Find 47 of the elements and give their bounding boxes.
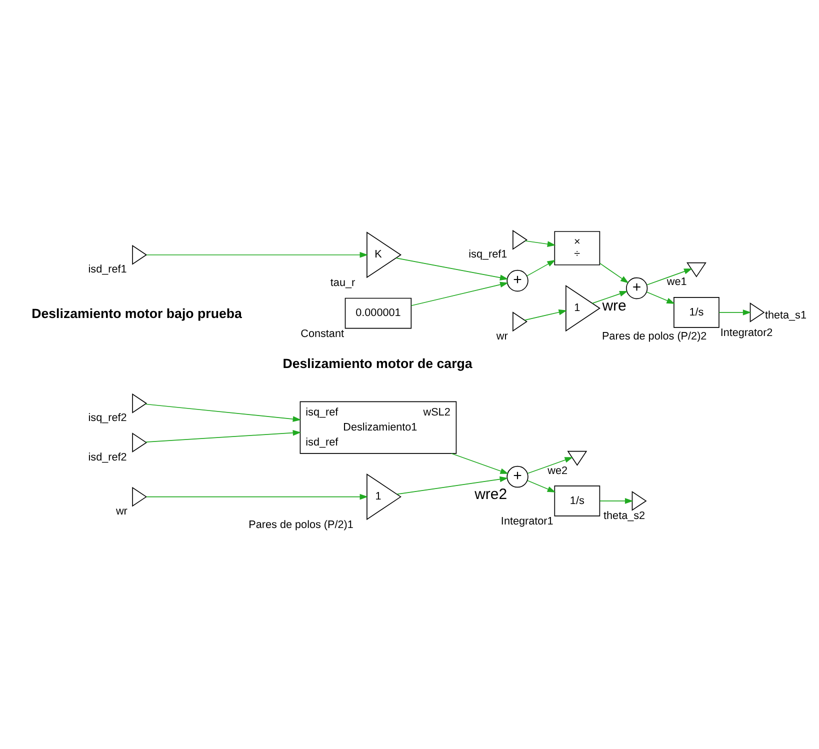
node-label: we2 [548,464,568,476]
node-label: isq_ref1 [468,248,508,260]
node-label: wre [602,297,626,314]
node-label: theta_s2 [604,509,646,522]
arrow [396,476,508,494]
node-box: 0.000001 [344,297,412,328]
node-label: wre2 [474,486,508,503]
node-label: Integrator2 [720,326,773,339]
arrow [646,268,692,285]
arrow [146,493,368,500]
arrow [600,498,634,504]
arrow [527,480,556,492]
node-box: 1/s [674,296,720,328]
arrow [524,308,568,320]
arrow [718,309,752,315]
arrow [396,257,508,280]
arrow [146,251,368,258]
node-label: isd_ref1 [88,263,127,276]
node-box: 1/s [554,485,600,516]
arrow [592,290,628,304]
arrow [646,291,676,304]
node-label: we1 [666,276,687,288]
node-label: isd_ref2 [88,450,127,463]
arrow [144,403,302,422]
label: Deslizamiento motor bajo prueba [32,306,242,321]
node-label: wr [116,505,128,518]
node-label: theta_s1 [764,309,806,322]
node-circle: + [506,465,528,488]
node-box: × ÷ [554,230,600,265]
node-label: tau_r [330,276,356,289]
arrow [451,452,509,474]
node-label: Constant [300,327,344,340]
arrow [526,259,556,276]
node-circle: + [626,276,648,299]
node-label: wr [496,330,508,342]
arrow [527,456,574,474]
node-label: Pares de polos (P/2)2 [602,330,707,342]
arrow [600,262,629,283]
node-label: Integrator1 [500,515,554,528]
node-label: isq_ref2 [88,412,127,424]
node-box: isq_ref wSL2 Deslizamiento1 isd_ref [300,400,457,454]
node-circle: + [506,269,528,292]
node-label: Pares de polos (P/2)1 [248,518,354,530]
arrow [145,429,302,442]
arrow [410,281,508,306]
label: Deslizamiento motor de carga [282,356,472,371]
arrow [524,240,556,246]
